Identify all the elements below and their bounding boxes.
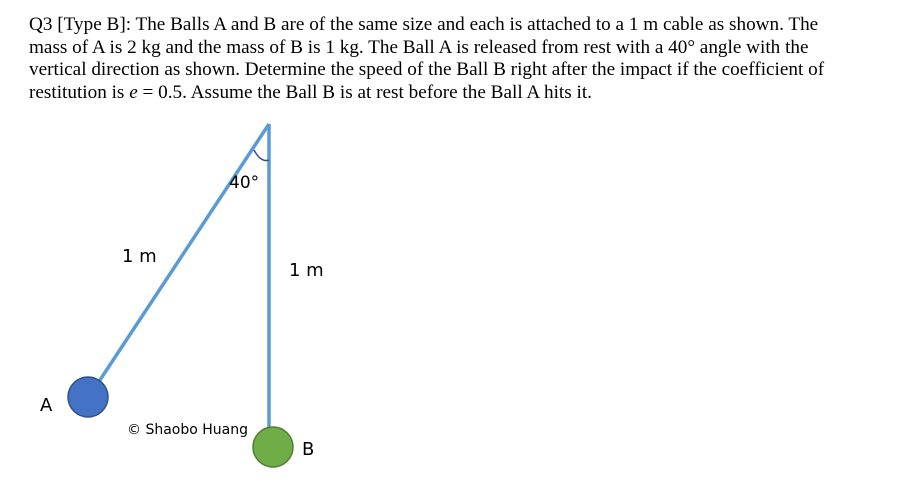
- copyright-note: © Shaobo Huang: [127, 422, 248, 438]
- angle-arc: [253, 149, 270, 162]
- cable-a: [94, 123, 271, 387]
- ball-b-label: B: [302, 439, 314, 460]
- cable-b-length-label: 1 m: [289, 260, 324, 281]
- problem-line-2: mass of A is 2 kg and the mass of B is 1…: [29, 36, 809, 58]
- problem-statement: Q3 [Type B]: The Balls A and B are of th…: [29, 14, 889, 104]
- problem-line-4-end: = 0.5. Assume the Ball B is at rest befo…: [137, 81, 592, 103]
- problem-line-4: restitution is e = 0.5. Assume the Ball …: [29, 82, 889, 105]
- ball-a: [67, 376, 109, 418]
- problem-line-4-start: restitution is: [29, 81, 130, 103]
- restitution-variable: e: [129, 81, 138, 103]
- problem-line-1: Q3 [Type B]: The Balls A and B are of th…: [29, 14, 819, 35]
- ball-a-label: A: [40, 395, 53, 416]
- problem-line-3: vertical direction as shown. Determine t…: [29, 59, 825, 80]
- ball-b: [252, 426, 294, 468]
- cable-a-length-label: 1 m: [122, 246, 157, 267]
- angle-label: 40°: [229, 173, 259, 193]
